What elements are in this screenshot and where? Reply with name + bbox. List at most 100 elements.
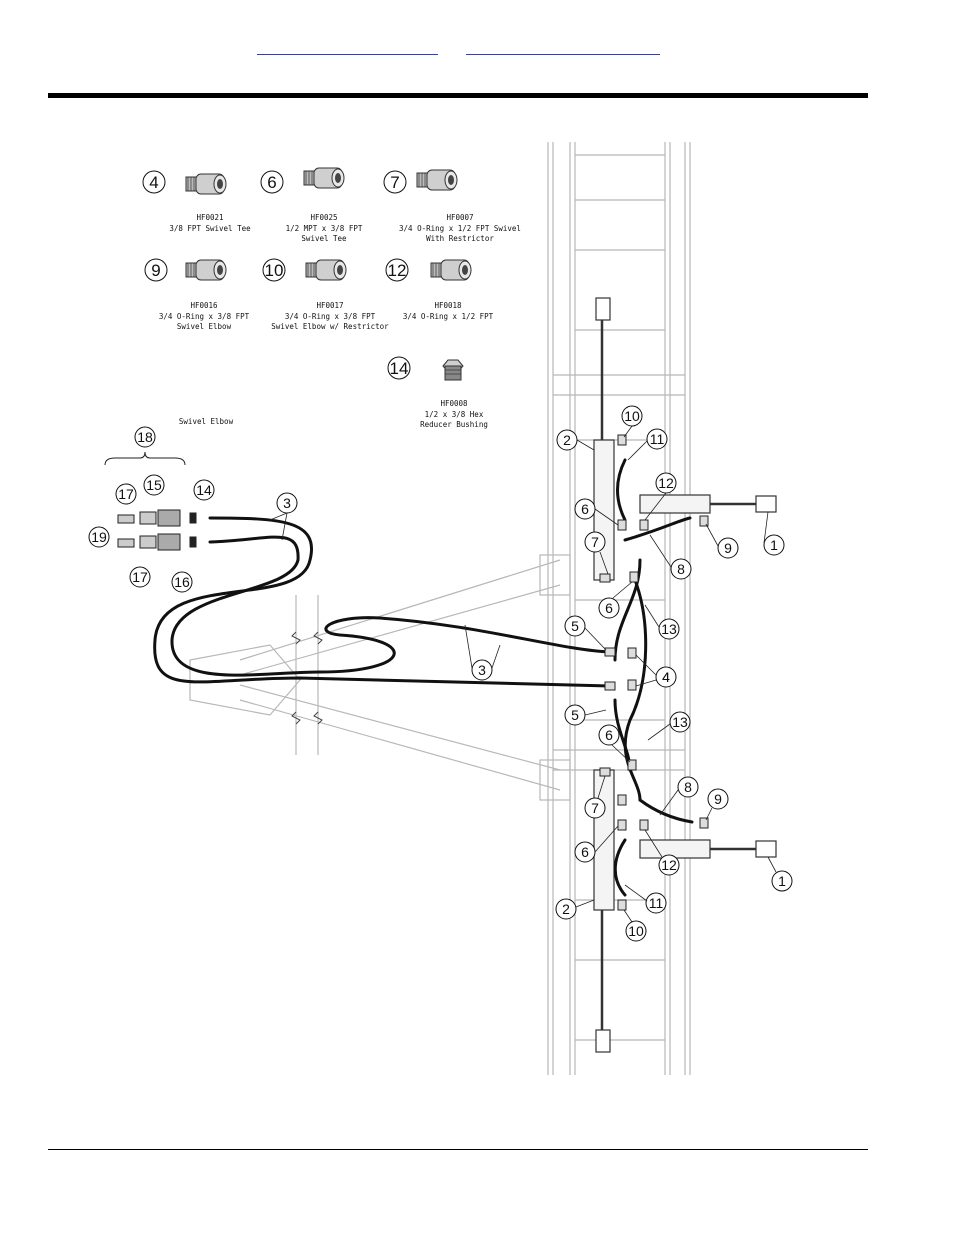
swivel-tee-icon <box>185 173 227 195</box>
callout-7-a: 7 <box>584 531 606 553</box>
callout-15: 15 <box>143 474 165 496</box>
legend-num: 7 <box>390 173 399 192</box>
part-number: HF0025 <box>310 213 337 222</box>
legend-num: 6 <box>267 173 276 192</box>
svg-text:8: 8 <box>684 779 692 795</box>
callout-1-top: 1 <box>763 534 785 556</box>
callout-5-bottom: 5 <box>564 704 586 726</box>
implement-frame <box>189 142 691 1075</box>
svg-text:6: 6 <box>581 501 589 517</box>
assembly-fittings <box>599 434 709 911</box>
legend-num: 10 <box>265 261 284 280</box>
svg-text:12: 12 <box>661 857 677 873</box>
callout-circle <box>262 258 286 282</box>
part-number: HF0021 <box>196 213 223 222</box>
part-number: HF0017 <box>316 301 343 310</box>
legend: 4 HF0021 3/8 FPT Swivel Tee 6 HF0025 1/2… <box>142 167 521 429</box>
svg-text:10: 10 <box>628 923 644 939</box>
callout-6-a: 6 <box>574 498 596 520</box>
svg-text:15: 15 <box>146 477 162 493</box>
callout-9-bottom: 9 <box>707 788 729 810</box>
footer-rule <box>48 1149 868 1150</box>
callout-7-b: 7 <box>584 797 606 819</box>
callout-12-bottom: 12 <box>658 854 680 876</box>
svg-text:19: 19 <box>91 529 107 545</box>
legend-num: 9 <box>151 261 160 280</box>
callout-12-top: 12 <box>655 472 677 494</box>
callout-16: 16 <box>171 571 193 593</box>
hose-8-lower <box>638 798 694 824</box>
hose-8-upper <box>623 516 692 542</box>
link-left[interactable] <box>257 38 438 55</box>
svg-text:7: 7 <box>591 534 599 550</box>
callout-8-bottom: 8 <box>677 776 699 798</box>
part-desc: 3/4 O-Ring x 3/8 FPT <box>159 312 250 321</box>
part-number: HF0007 <box>446 213 473 222</box>
hose-3-inner <box>170 535 612 677</box>
cylinder-right-lower <box>639 839 711 859</box>
header-rule <box>48 93 868 98</box>
part-desc-2: Reducer Bushing <box>420 420 488 429</box>
callout-10-bottom: 10 <box>625 920 647 942</box>
svg-text:7: 7 <box>591 800 599 816</box>
leader-lines <box>269 425 777 923</box>
callout-11-top: 11 <box>646 428 668 450</box>
part-number: HF0018 <box>434 301 462 310</box>
svg-text:2: 2 <box>563 432 571 448</box>
break-symbol <box>291 631 323 725</box>
callouts: 18 15 14 17 19 17 16 3 3 10 2 11 12 6 9 … <box>88 405 793 942</box>
svg-text:8: 8 <box>677 561 685 577</box>
svg-text:9: 9 <box>714 791 722 807</box>
hex-bushing-icon <box>442 359 464 381</box>
cylinder-lower <box>593 769 615 911</box>
svg-text:6: 6 <box>605 727 613 743</box>
callout-circle <box>383 170 407 194</box>
link-right[interactable] <box>466 38 660 55</box>
callout-circle <box>142 170 166 194</box>
svg-text:1: 1 <box>770 537 778 553</box>
svg-text:17: 17 <box>132 569 148 585</box>
part-desc: 3/4 O-Ring x 3/8 FPT <box>285 312 376 321</box>
callout-4-top: 4 <box>655 666 677 688</box>
swivel-elbow-icon <box>305 259 347 281</box>
callout-13-top: 13 <box>658 618 680 640</box>
part-desc-2: Swivel Elbow <box>177 322 232 331</box>
swivel-elbow-label: Swivel Elbow <box>179 417 234 426</box>
hose-5-upper <box>613 558 642 662</box>
svg-text:10: 10 <box>624 408 640 424</box>
callout-3-mid: 3 <box>471 659 493 681</box>
callout-8-top: 8 <box>670 558 692 580</box>
svg-text:13: 13 <box>661 621 677 637</box>
callout-13-bottom: 13 <box>669 711 691 733</box>
part-desc-2: With Restrictor <box>426 234 494 243</box>
legend-item-6: 6 HF0025 1/2 MPT x 3/8 FPT Swivel Tee <box>260 167 363 243</box>
svg-text:6: 6 <box>605 600 613 616</box>
svg-text:14: 14 <box>196 482 212 498</box>
part-desc: 1/2 x 3/8 Hex <box>425 410 484 419</box>
svg-text:13: 13 <box>672 714 688 730</box>
hose-11-lower <box>613 838 627 897</box>
legend-num: 4 <box>149 173 158 192</box>
svg-text:17: 17 <box>118 486 134 502</box>
callout-5-top: 5 <box>564 615 586 637</box>
cylinder-right-upper <box>639 494 711 514</box>
part-desc: 1/2 MPT x 3/8 FPT <box>286 224 363 233</box>
legend-item-4: 4 HF0021 3/8 FPT Swivel Tee <box>142 170 251 233</box>
callout-9-top: 9 <box>717 537 739 559</box>
callout-6-d: 6 <box>574 841 596 863</box>
svg-text:3: 3 <box>478 662 486 678</box>
part-desc: 3/4 O-Ring x 1/2 FPT <box>403 312 494 321</box>
svg-text:5: 5 <box>571 707 579 723</box>
svg-text:2: 2 <box>562 901 570 917</box>
legend-item-7: 7 HF0007 3/4 O-Ring x 1/2 FPT Swivel Wit… <box>383 169 521 243</box>
fitting-icon <box>430 259 472 281</box>
part-desc: 3/4 O-Ring x 1/2 FPT Swivel <box>399 224 521 233</box>
part-desc-2: Swivel Tee <box>301 234 347 243</box>
callout-1-bottom: 1 <box>771 870 793 892</box>
swivel-fitting-icon <box>416 169 458 191</box>
svg-text:1: 1 <box>778 873 786 889</box>
svg-text:11: 11 <box>650 431 665 447</box>
swivel-tee-icon <box>303 167 345 189</box>
callout-6-c: 6 <box>598 724 620 746</box>
